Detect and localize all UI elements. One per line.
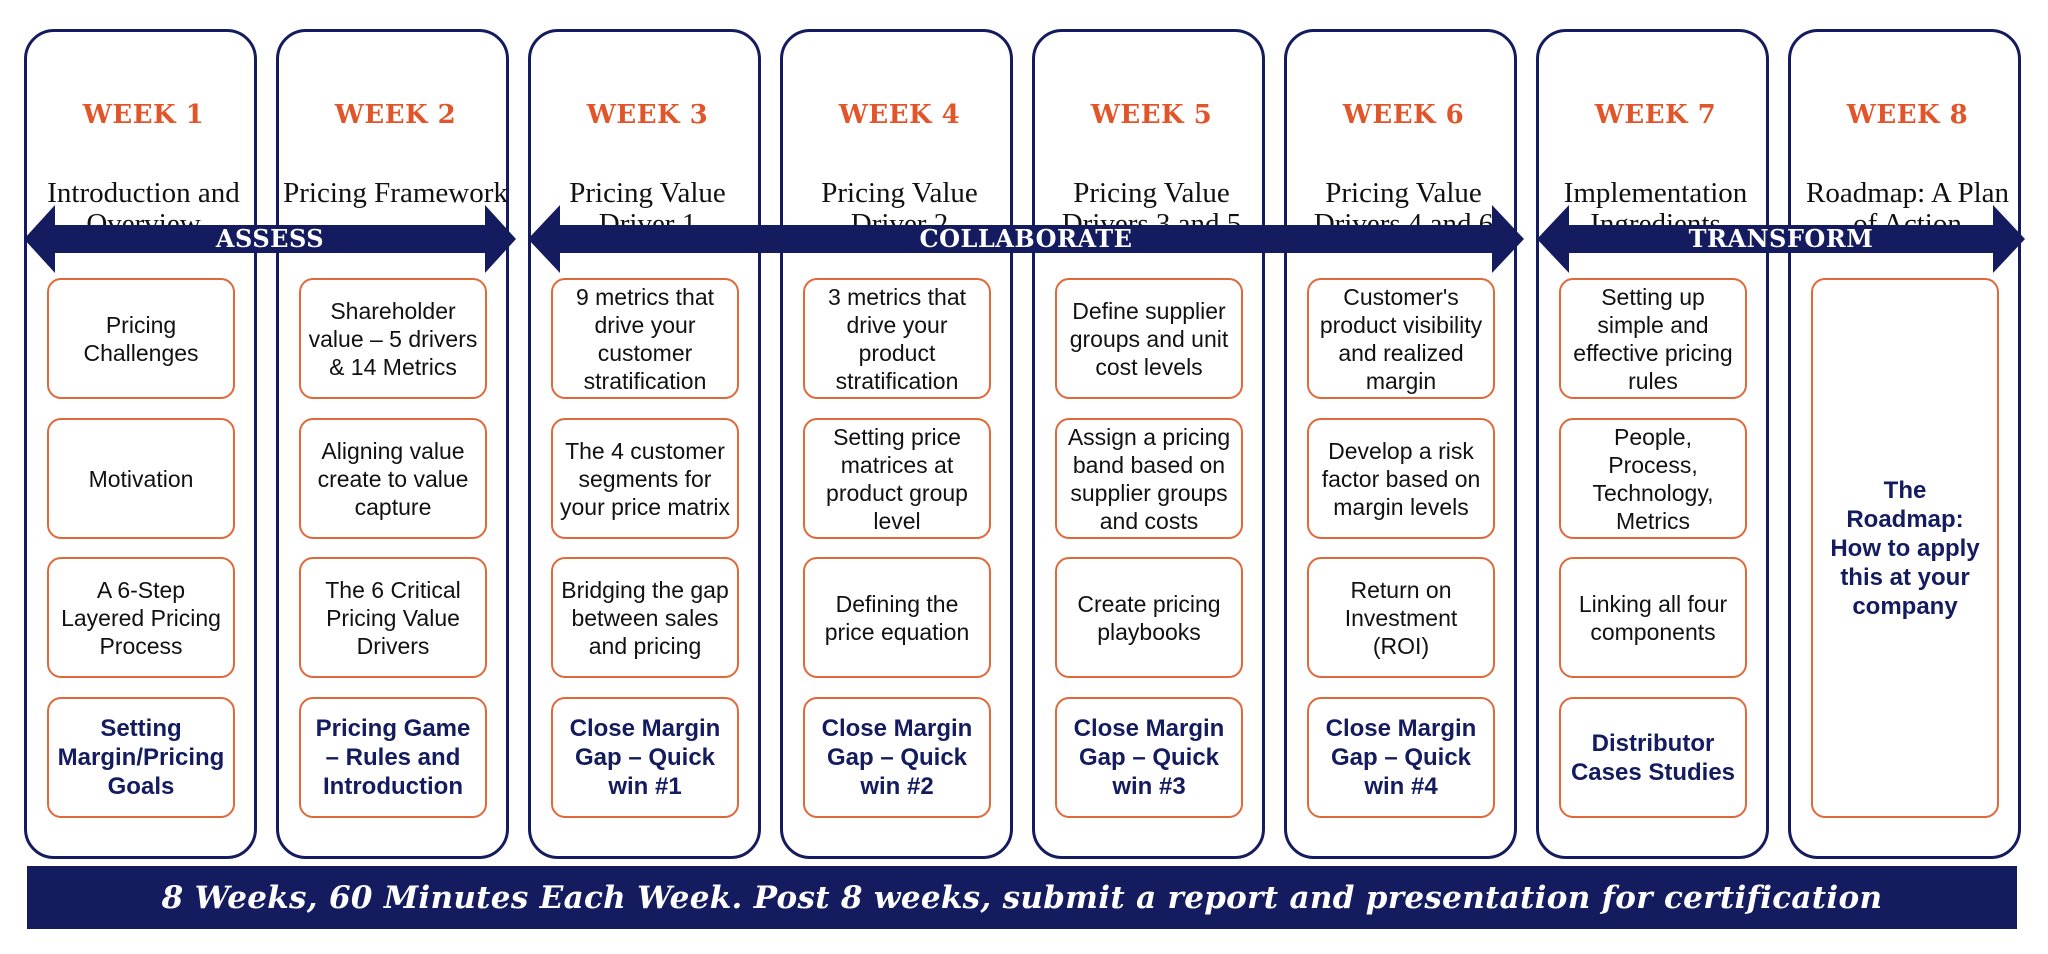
topic-box: Customer's product visibility and realiz… [1307,278,1495,399]
topic-box: People, Process, Technology, Metrics [1559,418,1747,539]
goal-box: Close Margin Gap – Quick win #2 [803,697,991,818]
collaborate-arrow [528,205,1524,273]
topic-box: 3 metrics that drive your product strati… [803,278,991,399]
transform-arrow [1537,205,2025,273]
week-label: WEEK 2 [334,100,457,130]
goal-box: Close Margin Gap – Quick win #4 [1307,697,1495,818]
week-label: WEEK 1 [82,100,205,130]
goal-box: Close Margin Gap – Quick win #1 [551,697,739,818]
week-title: Roadmap: A Plan of Action [1806,177,2009,240]
topic-box: Motivation [47,418,235,539]
week-title: Pricing Value Driver 2 [821,177,978,240]
topic-box: Defining the price equation [803,557,991,678]
topic-box: Shareholder value – 5 drivers & 14 Metri… [299,278,487,399]
topic-box: The 6 Critical Pricing Value Drivers [299,557,487,678]
topic-box: Pricing Challenges [47,278,235,399]
topic-box: Assign a pricing band based on supplier … [1055,418,1243,539]
week-label: WEEK 7 [1594,100,1717,130]
week-label: WEEK 3 [586,100,709,130]
goal-box: Pricing Game – Rules and Introduction [299,697,487,818]
topic-box: Setting up simple and effective pricing … [1559,278,1747,399]
week-label: WEEK 4 [838,100,961,130]
topic-box: Aligning value create to value capture [299,418,487,539]
week-title: Pricing Framework [283,177,508,209]
phase-label-collaborate: COLLABORATE [919,224,1133,253]
topic-box: Bridging the gap between sales and prici… [551,557,739,678]
week-label: WEEK 8 [1846,100,1969,130]
topic-box: Return on Investment (ROI) [1307,557,1495,678]
topic-box: The 4 customer segments for your price m… [551,418,739,539]
roadmap-box: The Roadmap: How to apply this at your c… [1811,278,1999,818]
topic-box: Develop a risk factor based on margin le… [1307,418,1495,539]
topic-box: Linking all four components [1559,557,1747,678]
goal-box: Close Margin Gap – Quick win #3 [1055,697,1243,818]
phase-label-assess: ASSESS [215,224,325,253]
topic-box: 9 metrics that drive your customer strat… [551,278,739,399]
week-title: Pricing Value Drivers 3 and 5 [1061,177,1242,240]
assess-arrow [24,205,516,273]
topic-box: A 6-Step Layered Pricing Process [47,557,235,678]
topic-box: Create pricing playbooks [1055,557,1243,678]
topic-box: Setting price matrices at product group … [803,418,991,539]
goal-box: Distributor Cases Studies [1559,697,1747,818]
phase-label-transform: TRANSFORM [1688,224,1874,253]
footer-banner: 8 Weeks, 60 Minutes Each Week. Post 8 we… [27,866,2017,929]
topic-box: Define supplier groups and unit cost lev… [1055,278,1243,399]
week-label: WEEK 5 [1090,100,1213,130]
week-label: WEEK 6 [1342,100,1465,130]
goal-box: Setting Margin/Pricing Goals [47,697,235,818]
